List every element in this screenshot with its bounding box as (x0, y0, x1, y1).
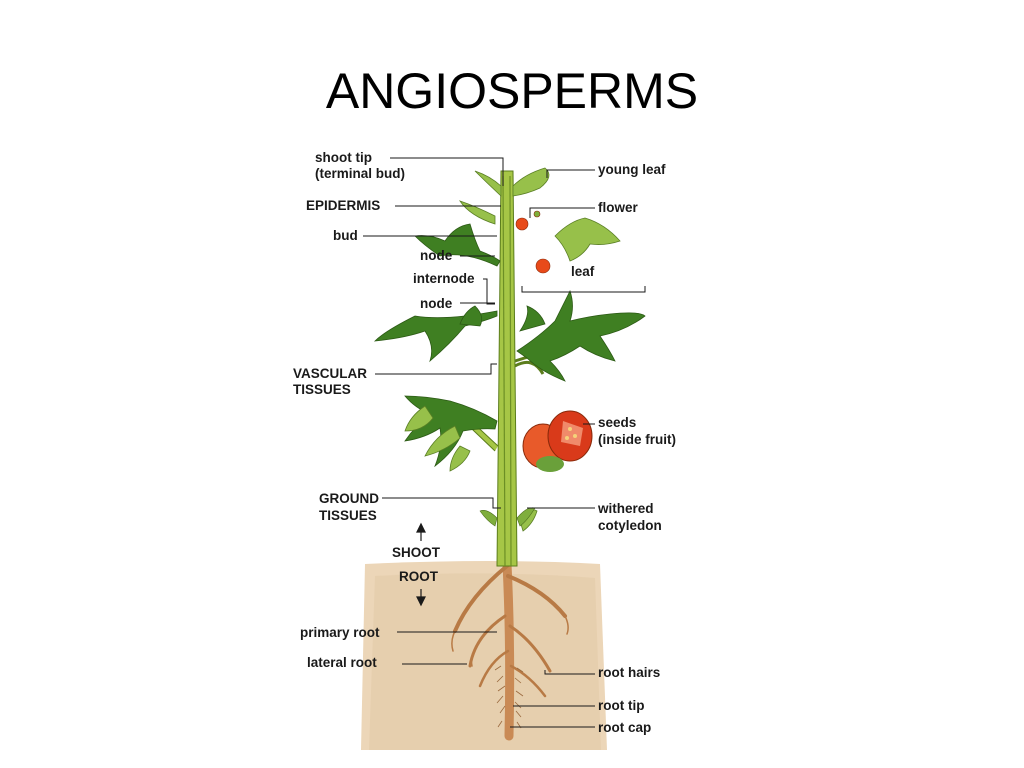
label-terminal-bud: (terminal bud) (315, 166, 405, 181)
root-system (451, 559, 569, 741)
label-cotyledon: cotyledon (598, 518, 662, 533)
young-leaves (404, 167, 621, 532)
label-shoot-tip: shoot tip (315, 150, 372, 165)
label-root-hairs: root hairs (598, 665, 661, 680)
label-withered: withered (598, 501, 654, 516)
label-lateral-root: lateral root (307, 655, 377, 670)
label-root-cap: root cap (598, 720, 652, 735)
label-leaf: leaf (571, 264, 595, 279)
leader-lines (363, 157, 646, 728)
label-flower: flower (598, 200, 638, 215)
root-hairs (494, 665, 524, 729)
shoot-root-arrows (416, 522, 426, 607)
label-root-tip: root tip (598, 698, 645, 713)
label-ground-tissues: TISSUES (319, 508, 377, 523)
leaves (373, 223, 646, 468)
label-young-leaf: young leaf (598, 162, 666, 177)
plant-illustration (361, 157, 646, 750)
label-node-lower: node (420, 296, 453, 311)
label-shoot: SHOOT (392, 545, 441, 560)
label-ground: GROUND (319, 491, 379, 506)
label-inside-fruit: (inside fruit) (598, 432, 676, 447)
label-bud: bud (333, 228, 358, 243)
stem (450, 170, 596, 567)
label-root: ROOT (399, 569, 438, 584)
plant-diagram: shoot tip (terminal bud) EPIDERMIS bud n… (265, 146, 728, 750)
slide-title: ANGIOSPERMS (325, 63, 699, 119)
label-epidermis: EPIDERMIS (306, 198, 381, 213)
label-primary-root: primary root (300, 625, 380, 640)
label-vascular: VASCULAR (293, 366, 367, 381)
label-internode: internode (413, 271, 475, 286)
label-node-upper: node (420, 248, 453, 263)
label-seeds: seeds (598, 415, 637, 430)
flowers (515, 210, 551, 274)
label-vascular-tissues: TISSUES (293, 382, 351, 397)
tomato-fruit (522, 410, 593, 472)
